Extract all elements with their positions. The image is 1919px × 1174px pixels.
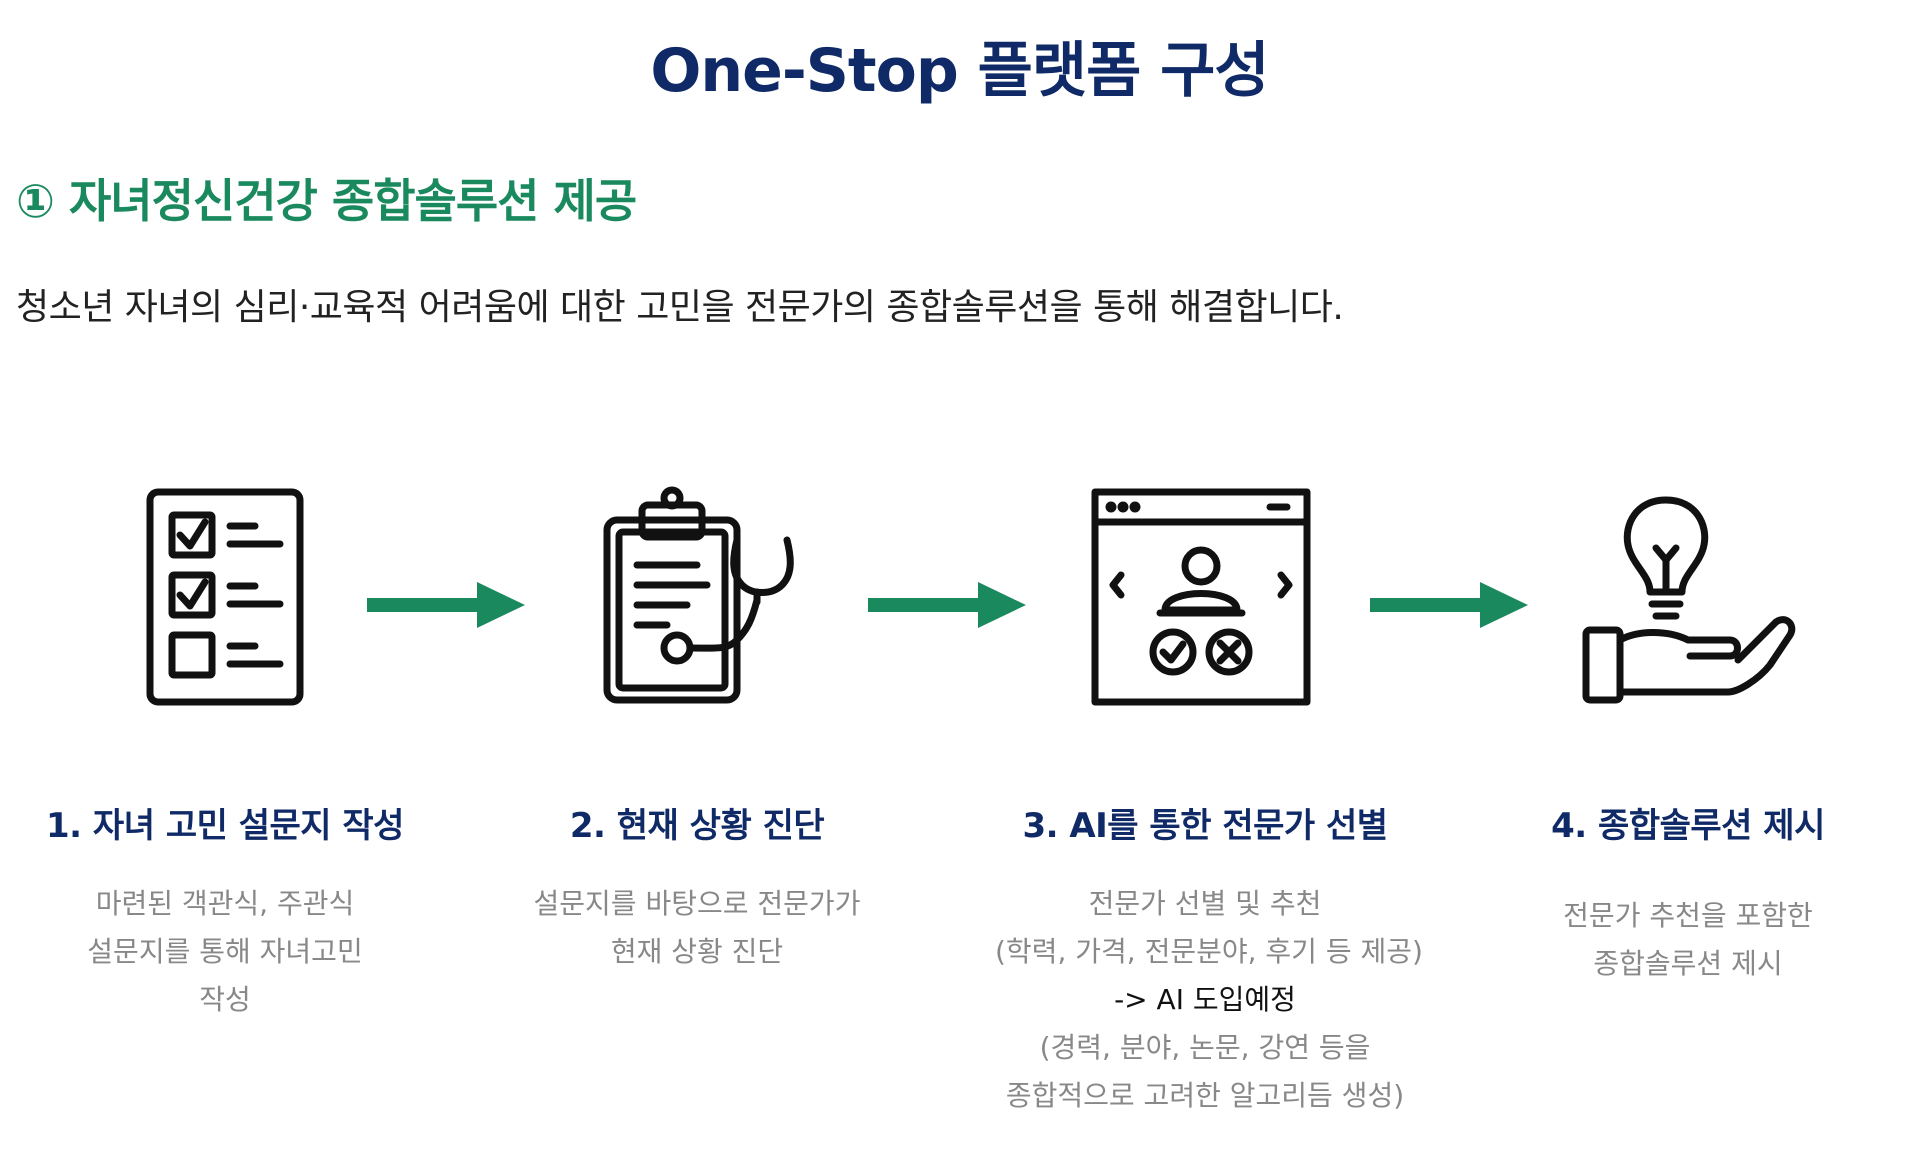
clipboard-stethoscope-icon	[567, 480, 827, 720]
expert-selection-window-icon	[1075, 480, 1335, 720]
page-title: One-Stop 플랫폼 구성	[650, 36, 1269, 106]
step-2-description: 설문지를 바탕으로 전문가가 현재 상황 진단	[487, 880, 907, 976]
step-3-line: 전문가 선별 및 추천	[1088, 887, 1322, 920]
step-1-title: 1. 자녀 고민 설문지 작성	[46, 806, 404, 846]
step-3-line: 종합적으로 고려한 알고리듬 생성)	[1005, 1079, 1405, 1112]
step-3-line: (경력, 분야, 논문, 강연 등을	[1039, 1031, 1371, 1064]
step-3-line: (학력, 가격, 전문분야, 후기 등 제공)	[995, 935, 1423, 968]
step-2-line: 설문지를 바탕으로 전문가가	[533, 887, 861, 920]
section-heading: ① 자녀정신건강 종합솔루션 제공	[16, 174, 637, 228]
step-1-description: 마련된 객관식, 주관식 설문지를 통해 자녀고민 작성	[15, 880, 435, 1024]
step-4-description: 전문가 추천을 포함한 종합솔루션 제시	[1478, 892, 1898, 988]
step-3-line: -> AI 도입예정	[1114, 983, 1296, 1016]
arrow-right-icon	[1370, 580, 1530, 630]
step-2-title: 2. 현재 상황 진단	[569, 806, 825, 846]
step-4-line: 전문가 추천을 포함한	[1563, 899, 1813, 932]
step-1-line: 설문지를 통해 자녀고민	[87, 935, 363, 968]
step-1-line: 작성	[199, 983, 251, 1016]
lightbulb-hand-icon	[1558, 480, 1818, 720]
step-3-description: 전문가 선별 및 추천 (학력, 가격, 전문분야, 후기 등 제공) -> A…	[995, 880, 1423, 1120]
step-4-title: 4. 종합솔루션 제시	[1551, 806, 1825, 846]
step-2-line: 현재 상황 진단	[610, 935, 784, 968]
survey-checklist-icon	[95, 480, 355, 720]
step-3-title: 3. AI를 통한 전문가 선별	[1022, 806, 1388, 846]
step-1-line: 마련된 객관식, 주관식	[95, 887, 355, 920]
arrow-right-icon	[868, 580, 1028, 630]
step-4-line: 종합솔루션 제시	[1593, 947, 1783, 980]
arrow-right-icon	[367, 580, 527, 630]
section-description: 청소년 자녀의 심리·교육적 어려움에 대한 고민을 전문가의 종합솔루션을 통…	[16, 287, 1344, 328]
